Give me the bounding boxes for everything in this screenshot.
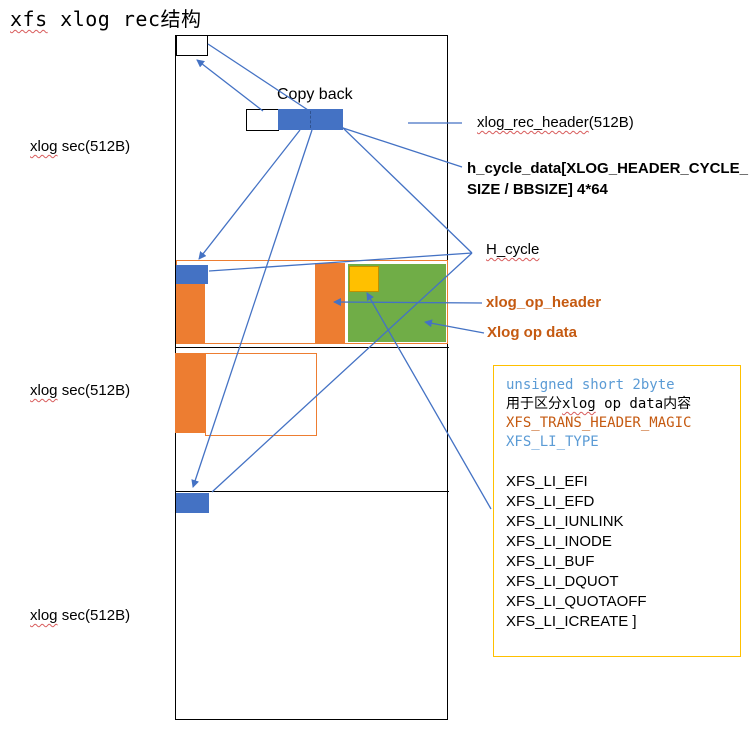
page-title: xfs xlog rec结构 (10, 3, 202, 32)
li-type-item: XFS_LI_INODE (506, 533, 612, 550)
rec-header-white-box (246, 109, 279, 131)
xlog-sec-label-3: xlog sec(512B) (30, 607, 131, 624)
op-header-box-1 (177, 284, 205, 343)
op-data-label: Xlog op data (487, 324, 577, 341)
h-cycle-label: H_cycle (486, 241, 540, 258)
type-info-box: unsigned short 2byte 用于区分xlog op data内容 … (493, 365, 741, 657)
op-header-box-2 (315, 263, 345, 343)
info-line-purpose: 用于区分xlog op data内容 (506, 396, 692, 412)
info-line-trans-header-magic: XFS_TRANS_HEADER_MAGIC (506, 415, 692, 431)
h-cycle-box-sec1 (176, 265, 208, 284)
h-cycle-data-label-line1: h_cycle_data[XLOG_HEADER_CYCLE_ (467, 160, 748, 177)
op-type-box (349, 266, 379, 292)
page-title-rest: xlog rec结构 (47, 7, 202, 31)
xlog-sec-label-1: xlog sec(512B) (30, 138, 131, 155)
op-header-label: xlog_op_header (486, 294, 602, 311)
li-type-item: XFS_LI_ICREATE ] (506, 613, 637, 630)
op-region-frame-sec2 (205, 353, 317, 436)
sector-divider-1 (175, 347, 449, 348)
h-cycle-data-label-line2: SIZE / BBSIZE] 4*64 (467, 181, 608, 198)
op-header-box-3 (175, 353, 205, 433)
copy-back-label: Copy back (277, 86, 353, 103)
h-cycle-box-sec3 (176, 493, 209, 513)
li-type-item: XFS_LI_BUF (506, 553, 595, 570)
li-type-item: XFS_LI_DQUOT (506, 573, 619, 590)
page-title-flagged-word: xfs (10, 7, 48, 31)
info-line-unsigned-short: unsigned short 2byte (506, 377, 675, 393)
rec-header-label: xlog_rec_header(512B) (477, 114, 634, 131)
li-type-item: XFS_LI_QUOTAOFF (506, 593, 647, 610)
h-cycle-data-label: h_cycle_data[XLOG_HEADER_CYCLE_ SIZE / B… (467, 158, 748, 200)
sector-divider-2 (175, 491, 449, 492)
li-type-item: XFS_LI_EFI (506, 473, 588, 490)
li-type-item: XFS_LI_IUNLINK (506, 513, 624, 530)
sector-head-box (176, 35, 208, 56)
li-type-item: XFS_LI_EFD (506, 493, 595, 510)
h-cycle-data-box-divider (310, 111, 311, 128)
info-line-li-type: XFS_LI_TYPE (506, 434, 599, 450)
xlog-sec-label-2: xlog sec(512B) (30, 382, 131, 399)
li-type-list: XFS_LI_EFI XFS_LI_EFD XFS_LI_IUNLINK XFS… (506, 472, 728, 632)
